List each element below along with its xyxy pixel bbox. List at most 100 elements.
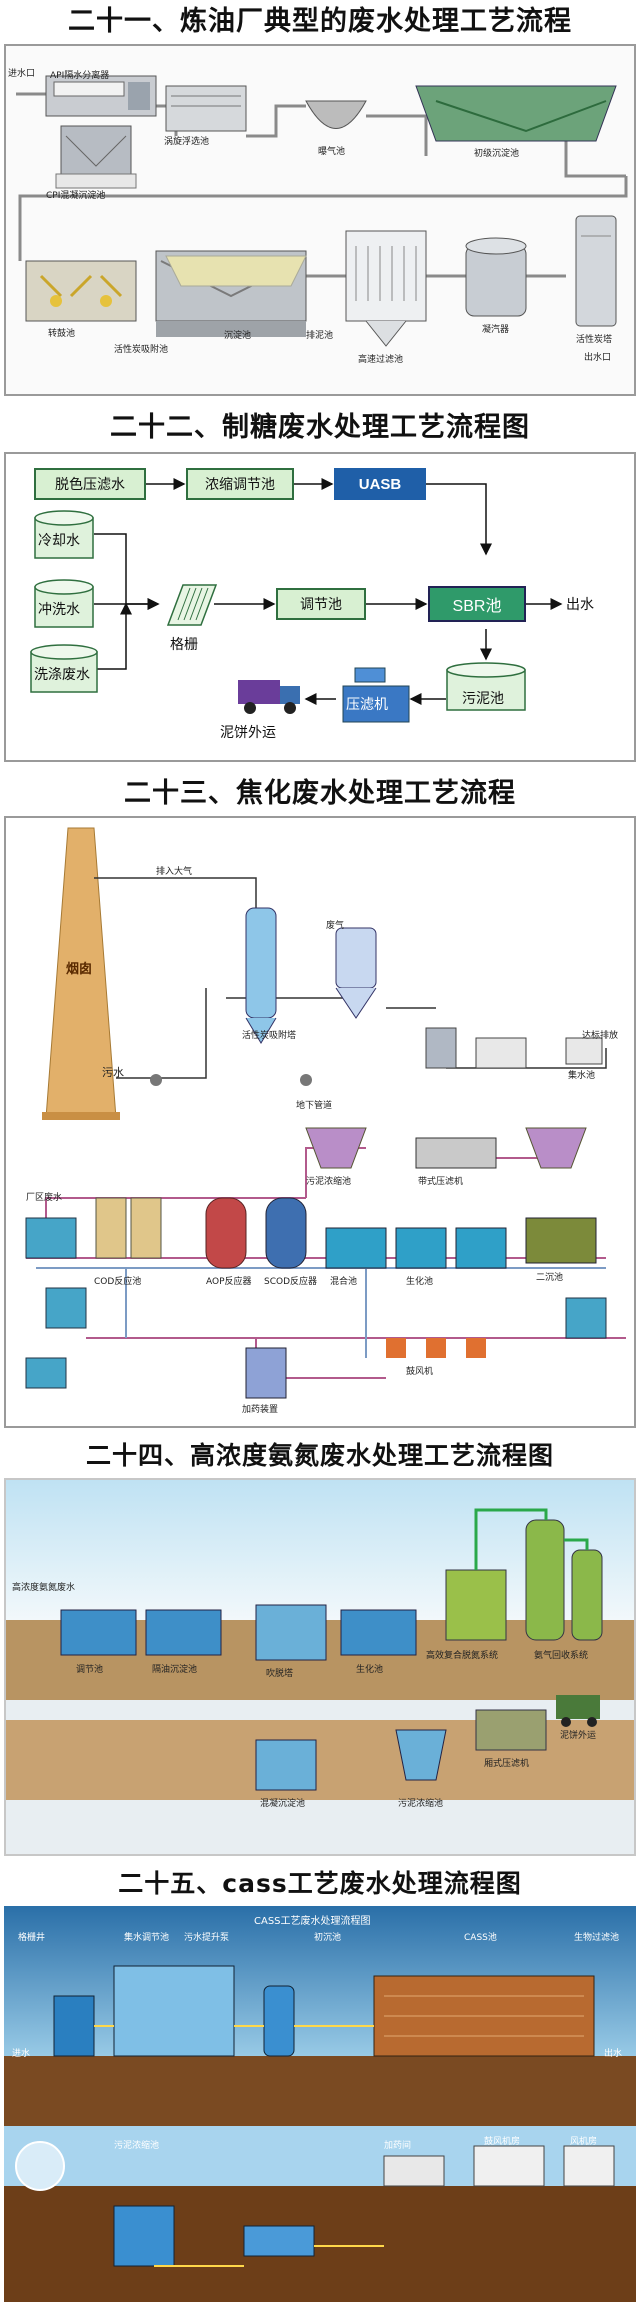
aeration-basin <box>305 100 367 129</box>
ammonia-label-press: 厢式压滤机 <box>484 1759 530 1769</box>
cass-label-blower: 鼓风机房 <box>484 2137 521 2147</box>
box-decolor-filtrate: 脱色压滤水 <box>34 468 146 500</box>
refinery-label-condenser: 凝汽器 <box>482 325 510 335</box>
turbine-basin <box>25 260 137 322</box>
ammonia-label-recovery: 氨气回收系统 <box>534 1651 589 1661</box>
coking-label-in: 厂区废水 <box>26 1193 63 1203</box>
row1-tanks <box>60 1519 603 1661</box>
pumps-row <box>25 1287 607 1399</box>
cass-row2 <box>113 2145 615 2267</box>
logo-badge <box>15 2141 65 2191</box>
condenser <box>465 237 527 317</box>
coking-label-sec: 二沉池 <box>536 1273 564 1283</box>
sugar-diagram: 脱色压滤水 浓缩调节池 UASB 冷却水 冲洗水 洗涤废水 格栅 调节池 SBR… <box>4 452 636 762</box>
coking-label-aop: AOP反应器 <box>206 1277 252 1287</box>
refinery-label-filter: 高速过滤池 <box>358 355 404 365</box>
section-21: 二十一、炼油厂典型的废水处理工艺流程 <box>0 0 640 398</box>
cass-label-collect: 集水调节池 <box>124 1933 170 1943</box>
refinery-label-inlet: 进水口 <box>8 69 36 79</box>
coking-label-tank: 集水池 <box>568 1071 596 1081</box>
ammonia-diagram: 高浓度氨氮废水 调节池 隔油沉淀池 吹脱塔 生化池 高效复合脱氮系统 氨气回收系… <box>4 1478 636 1856</box>
ammonia-label-inlet: 高浓度氨氮废水 <box>12 1583 76 1593</box>
box-adjust-tank: 调节池 <box>276 588 366 620</box>
clarifier-1 <box>415 85 617 142</box>
refinery-label-clarifier: 初级沉淀池 <box>474 149 520 159</box>
screen-icon <box>166 584 218 626</box>
refinery-label-sediment: 沉淀池 <box>224 331 252 341</box>
ammonia-diagram-svg <box>6 1480 634 1854</box>
tank-cooling-water <box>34 510 94 559</box>
label-cooling-water: 冷却水 <box>38 533 80 549</box>
refinery-label-api: API隔水分离器 <box>50 71 110 81</box>
filter-tower <box>345 230 427 347</box>
cass-label-in: 进水 <box>12 2049 31 2059</box>
label-sludge: 污泥池 <box>462 691 504 707</box>
cass-diagram: CASS工艺废水处理流程图 格栅井 集水调节池 污水提升泵 初沉池 CASS池 … <box>4 1906 636 2302</box>
tank-sludge <box>446 662 526 711</box>
cass-label-biofilter: 生物过滤池 <box>574 1933 620 1943</box>
label-screen: 格栅 <box>170 637 198 653</box>
coking-label-atmo: 排入大气 <box>156 867 193 877</box>
refinery-label-outlet: 出水口 <box>584 353 612 363</box>
refinery-diagram: 进水口 API隔水分离器 CPI混凝沉淀池 涡旋浮选池 曝气池 初级沉淀池 转鼓… <box>4 44 636 396</box>
section-22-title: 二十二、制糖废水处理工艺流程图 <box>110 412 530 443</box>
clarifier-2 <box>165 255 307 287</box>
coking-label-mix: 混合池 <box>330 1277 358 1287</box>
ammonia-label-thickener: 污泥浓缩池 <box>398 1799 444 1809</box>
refinery-label-carbon-basin: 活性炭吸附池 <box>114 345 169 355</box>
small-equipment <box>150 1027 603 1086</box>
coking-label-scod: SCOD反应器 <box>264 1277 318 1287</box>
cass-title: CASS工艺废水处理流程图 <box>254 1916 371 1927</box>
section-24-title: 二十四、高浓度氨氮废水处理工艺流程图 <box>85 1441 554 1470</box>
cass-diagram-svg <box>4 1906 636 2302</box>
cass-label-cass: CASS池 <box>464 1933 497 1943</box>
ammonia-label-coag: 混凝沉淀池 <box>260 1799 306 1809</box>
section-25: 二十五、cass工艺废水处理流程图 <box>0 1862 640 2305</box>
coking-label-gas: 废气 <box>326 921 345 931</box>
carbon-tower <box>575 215 617 327</box>
filter-press-icon <box>342 667 410 723</box>
refinery-label-cpi: CPI混凝沉淀池 <box>46 191 106 201</box>
api-separator <box>45 75 157 117</box>
section-22: 二十二、制糖废水处理工艺流程图 脱色 <box>0 400 640 770</box>
truck-icon <box>238 680 300 714</box>
section-23-title: 二十三、焦化废水处理工艺流程 <box>124 778 516 809</box>
refinery-label-carbon-tower: 活性炭塔 <box>576 335 613 345</box>
coking-label-chimney: 烟囱 <box>66 962 93 977</box>
coking-label-sludge: 污泥浓缩池 <box>306 1177 352 1187</box>
coking-label-out: 达标排放 <box>582 1031 619 1041</box>
ammonia-label-cake: 泥饼外运 <box>560 1731 597 1741</box>
cass-row1 <box>53 1965 595 2057</box>
coking-label-press: 带式压滤机 <box>418 1177 464 1187</box>
tank-flush-water <box>34 579 94 628</box>
section-23: 二十三、焦化废水处理工艺流程 <box>0 772 640 1432</box>
cass-label-lift: 污水提升泵 <box>184 1933 230 1943</box>
coking-label-dosing: 加药装置 <box>242 1405 279 1415</box>
section-21-title: 二十一、炼油厂典型的废水处理工艺流程 <box>68 6 572 37</box>
coking-diagram: 烟囱 排入大气 污水 废气 活性炭吸附塔 地下管道 集水池 达标排放 AOP反应… <box>4 816 636 1428</box>
refinery-diagram-svg <box>16 75 628 347</box>
ammonia-label-stripper: 吹脱塔 <box>266 1669 294 1679</box>
refinery-label-flotation: 涡旋浮选池 <box>164 137 210 147</box>
section-24: 二十四、高浓度氨氮废水处理工艺流程图 <box>0 1434 640 1859</box>
coking-diagram-svg <box>25 827 626 1399</box>
row2-tanks <box>255 1695 600 1791</box>
box-uasb: UASB <box>334 468 426 500</box>
coking-label-sewage: 污水 <box>102 1066 124 1079</box>
label-filter-press: 压滤机 <box>346 697 388 713</box>
flotation-unit <box>165 85 247 132</box>
adsorption-tower <box>245 907 277 1044</box>
section-25-title: 二十五、cass工艺废水处理流程图 <box>118 1869 522 1898</box>
refinery-label-aeration: 曝气池 <box>318 147 346 157</box>
coking-label-pipe: 地下管道 <box>296 1101 333 1111</box>
ammonia-label-bio: 生化池 <box>356 1665 384 1675</box>
ammonia-label-denitrify: 高效复合脱氮系统 <box>426 1651 499 1661</box>
box-sbr: SBR池 <box>428 586 526 622</box>
cass-label-screen: 格栅井 <box>18 1933 46 1943</box>
cass-label-out: 出水 <box>604 2049 623 2059</box>
label-flush-water: 冲洗水 <box>38 602 80 618</box>
tower-2 <box>335 927 377 1019</box>
box-conc-adjust: 浓缩调节池 <box>186 468 294 500</box>
label-outlet: 出水 <box>566 597 594 613</box>
tank-wash-water <box>30 644 98 693</box>
